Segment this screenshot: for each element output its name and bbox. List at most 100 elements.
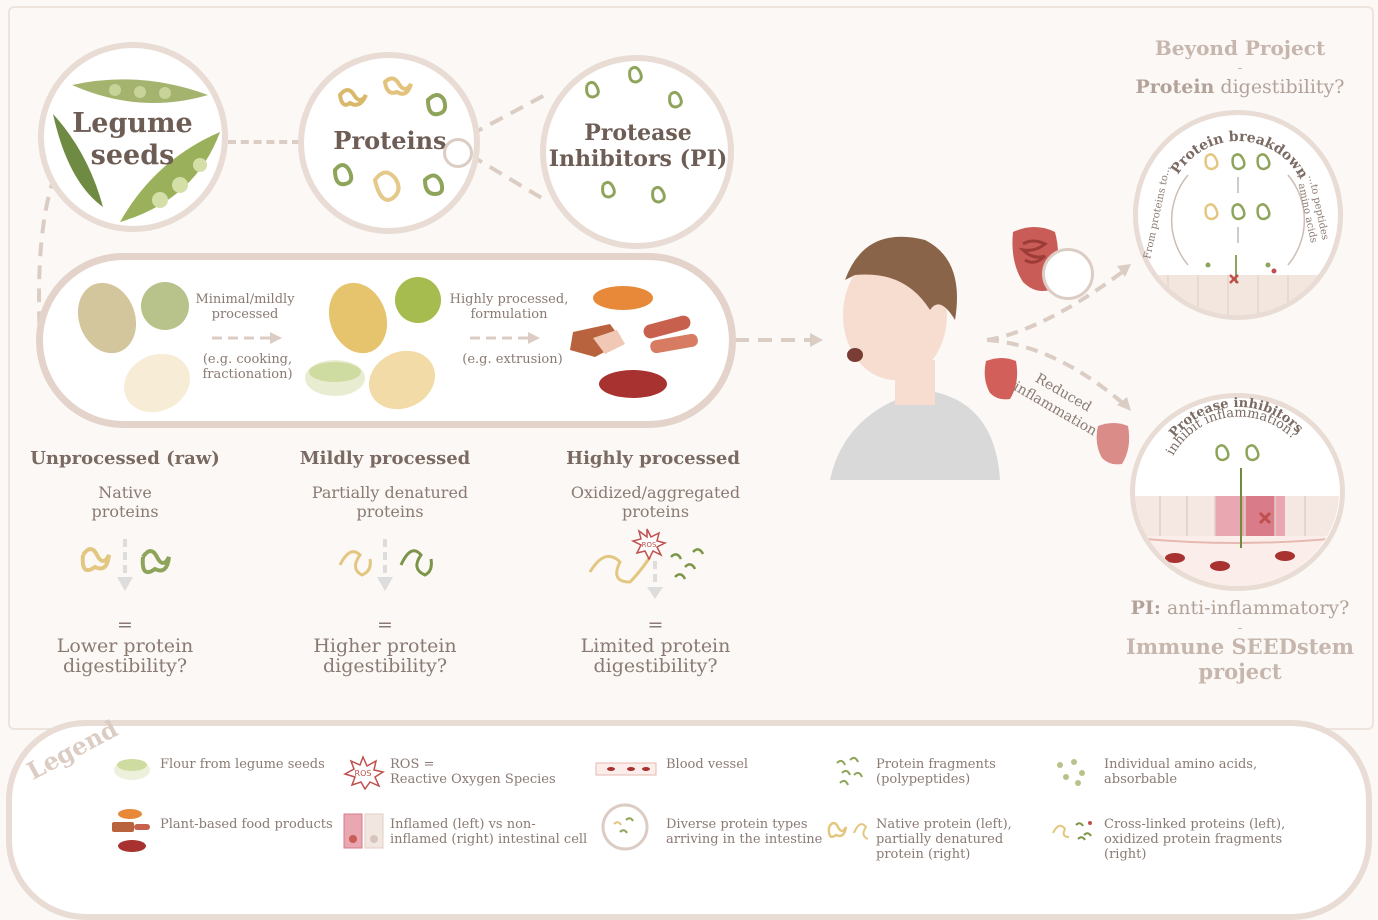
stage-2-result-1: Higher protein bbox=[313, 635, 457, 657]
crosslinked-oxidized-icon bbox=[1052, 821, 1092, 841]
stage-2-sub-2: proteins bbox=[356, 502, 424, 521]
diverse-proteins-icon bbox=[601, 803, 649, 851]
denatured-protein-icon bbox=[338, 539, 433, 591]
ros-label-legend: ROS bbox=[355, 769, 372, 778]
legume-label-1: Legume bbox=[72, 108, 193, 139]
legend-item-3-line-1: Blood vessel bbox=[666, 757, 749, 772]
breakdown-title: Protein breakdown bbox=[1168, 129, 1311, 182]
beyond-title: Beyond Project bbox=[1154, 36, 1326, 60]
blood-vessel-icon bbox=[595, 762, 657, 776]
stage-1-result-1: Lower protein bbox=[56, 635, 194, 657]
connector-pill-person bbox=[735, 333, 823, 347]
plant-based-products-icon bbox=[570, 286, 698, 398]
pi-inflammation-arc-title: Protease inhibitors inhibit inflammation… bbox=[1163, 396, 1305, 458]
legend-item-7-line-1: Inflamed (left) vs non- bbox=[390, 817, 536, 832]
arrow-to-breakdown bbox=[986, 264, 1131, 342]
svg-text:Protein breakdown: Protein breakdown bbox=[1168, 129, 1311, 182]
person-illustration bbox=[830, 236, 1000, 480]
stage-2-result-2: digestibility? bbox=[322, 655, 448, 677]
immune-seedstem-2: project bbox=[1198, 659, 1282, 684]
legend-item-5-line-2: absorbable bbox=[1104, 772, 1178, 787]
stage-1-eq: = bbox=[117, 614, 133, 636]
raw-seeds-icon bbox=[77, 282, 191, 413]
plant-products-legend-icon bbox=[112, 809, 150, 852]
proteins-label: Proteins bbox=[333, 126, 447, 155]
pi-label-2: Inhibitors (PI) bbox=[548, 146, 728, 172]
legend-item-6-line-1: Plant-based food products bbox=[160, 817, 333, 832]
pi-protein-icons bbox=[585, 65, 683, 204]
breakdown-arc-title: Protein breakdown bbox=[1168, 129, 1311, 182]
connector-proteins-pi bbox=[468, 93, 547, 202]
immune-seedstem-1: Immune SEEDstem bbox=[1126, 634, 1354, 659]
legend-item-5-line-1: Individual amino acids, bbox=[1104, 757, 1258, 772]
legend-item-9-line-2: partially denatured bbox=[876, 832, 1004, 847]
legend-item-4-line-1: Protein fragments bbox=[876, 757, 996, 772]
legend-item-10-line-2: oxidized protein fragments bbox=[1104, 832, 1283, 847]
legend-item-10-line-3: (right) bbox=[1104, 847, 1147, 862]
stage-2-title: Mildly processed bbox=[299, 448, 471, 469]
step1-arrow bbox=[212, 332, 282, 344]
breakdown-content bbox=[1138, 153, 1338, 315]
stage-3-sub-2: proteins bbox=[621, 502, 690, 521]
beyond-question-bold: Protein bbox=[1135, 76, 1215, 98]
legend-item-8-line-1: Diverse protein types bbox=[666, 817, 808, 832]
zoom-circle bbox=[443, 138, 473, 168]
step2-arrow bbox=[470, 332, 540, 344]
flour-icon bbox=[114, 759, 150, 780]
step2-line2: formulation bbox=[470, 307, 548, 322]
protease-inhibitors-circle bbox=[540, 55, 734, 249]
ros-icon: ROS bbox=[343, 755, 385, 791]
legend-item-1-line-1: Flour from legume seeds bbox=[160, 757, 325, 772]
legend-item-7-line-2: inflamed (right) intestinal cell bbox=[390, 832, 588, 847]
protein-cluster-icons bbox=[333, 76, 448, 202]
stage-1-sub-1: Native bbox=[98, 483, 152, 502]
legume-label-2: seeds bbox=[90, 140, 175, 171]
step1-example-1: (e.g. cooking, bbox=[202, 352, 293, 367]
step2-example: (e.g. extrusion) bbox=[462, 352, 563, 367]
arrow-to-inflammation bbox=[986, 338, 1131, 411]
ros-label-stage: ROS bbox=[642, 541, 657, 549]
stage-1-title: Unprocessed (raw) bbox=[30, 448, 220, 469]
step1-example-2: fractionation) bbox=[202, 367, 293, 382]
stage-3-sub-1: Oxidized/aggregated bbox=[570, 483, 741, 502]
pea-pod-icon bbox=[72, 79, 208, 103]
legend-item-9-line-3: protein (right) bbox=[876, 847, 971, 862]
oxidized-protein-icon: ROS bbox=[588, 528, 705, 599]
legend-item-9-line-1: Native protein (left), bbox=[876, 817, 1012, 832]
native-denatured-icon bbox=[827, 821, 869, 840]
amino-acids-icon bbox=[1057, 759, 1085, 786]
intestinal-cell-icon bbox=[343, 813, 384, 849]
connector-legume-proteins bbox=[228, 140, 300, 144]
legend-item-10-line-1: Cross-linked proteins (left), bbox=[1104, 817, 1286, 832]
pi-label-1: Protease bbox=[584, 120, 692, 146]
pi-anti-bold: PI: bbox=[1130, 597, 1161, 619]
pi-inflammation-content bbox=[1135, 444, 1339, 586]
intestine-icon-reduced bbox=[1096, 423, 1130, 465]
legend-item-8-line-2: arriving in the intestine bbox=[666, 832, 823, 847]
stage-3-title: Highly processed bbox=[566, 448, 740, 469]
stage-2-eq: = bbox=[377, 614, 393, 636]
protein-fragments-icon bbox=[836, 756, 863, 786]
beyond-question: Protein digestibility? bbox=[1115, 76, 1365, 98]
legend-item-2-line-2: Reactive Oxygen Species bbox=[390, 772, 556, 787]
legend-item-4-line-2: (polypeptides) bbox=[876, 772, 971, 787]
legend-item-2-line-1: ROS = bbox=[390, 757, 435, 772]
green-pod-left-icon bbox=[53, 114, 103, 207]
pi-anti-dash: - bbox=[1237, 620, 1243, 636]
step2-line1: Highly processed, bbox=[449, 292, 569, 307]
stage-1-result-2: digestibility? bbox=[62, 655, 188, 677]
intestine-zoom-circle bbox=[1042, 248, 1094, 300]
pi-anti-question: PI: anti-inflammatory? bbox=[1115, 597, 1365, 619]
mild-seeds-icon bbox=[305, 277, 441, 410]
beyond-question-rest: digestibility? bbox=[1214, 76, 1345, 98]
stage-3-eq: = bbox=[647, 614, 664, 636]
beyond-dash: - bbox=[1237, 60, 1243, 76]
green-pod-right-icon bbox=[120, 132, 220, 222]
stage-3-result-2: digestibility? bbox=[593, 655, 718, 677]
intestine-icon-lower bbox=[984, 358, 1018, 400]
stage-2-sub-1: Partially denatured bbox=[311, 483, 469, 502]
step1-line1: Minimal/mildly bbox=[195, 292, 295, 307]
stage-1-sub-2: proteins bbox=[91, 502, 159, 521]
native-protein-icon bbox=[80, 539, 171, 591]
pi-anti-rest: anti-inflammatory? bbox=[1160, 597, 1350, 619]
